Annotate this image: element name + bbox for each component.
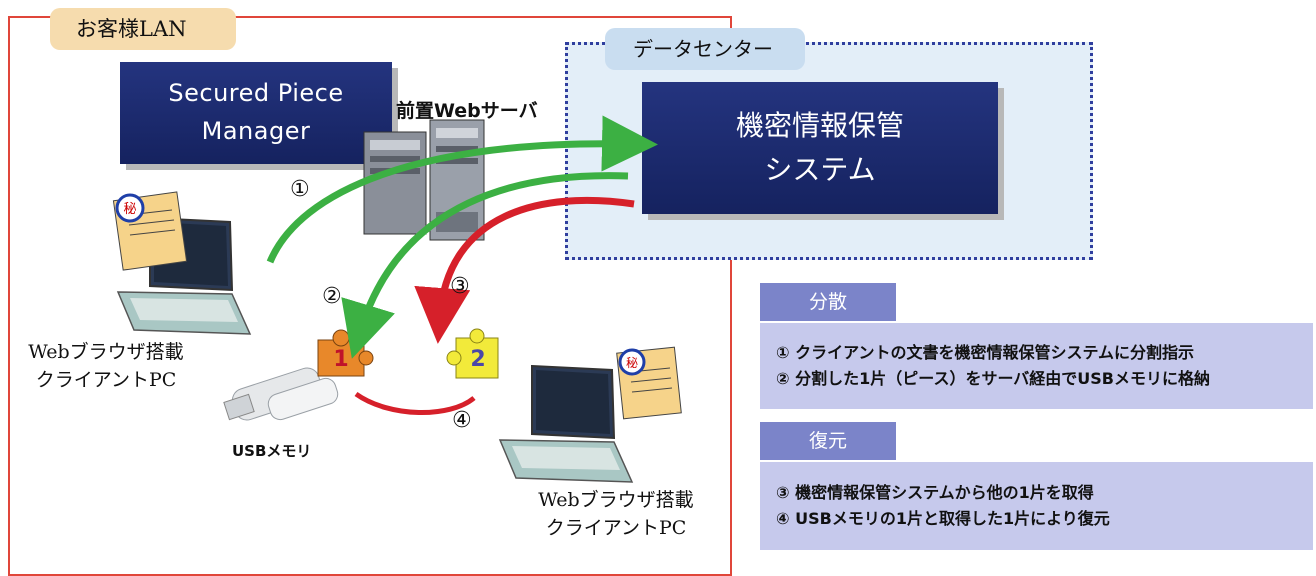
secret-system-line1: 機密情報保管 [735, 109, 904, 142]
web-server-label: 前置Webサーバ [396, 100, 538, 122]
restore-panel: ③ 機密情報保管システムから他の1片を取得 ④ USBメモリの1片と取得した1片… [760, 462, 1313, 550]
piece-1-number: 1 [333, 347, 348, 372]
puzzle-piece-2-icon: 2 [446, 328, 499, 379]
restore-item-2: ④ USBメモリの1片と取得した1片により復元 [776, 509, 1110, 528]
step-2-label: ② [322, 284, 342, 309]
laptop-right-icon [498, 364, 634, 483]
secret-mark-right: 秘 [626, 356, 638, 370]
secured-piece-manager-box: Secured Piece Manager [120, 62, 392, 164]
secret-document-right-icon: 秘 [616, 346, 682, 420]
piece-2-number: 2 [470, 347, 485, 372]
arrow-step3-red [414, 196, 635, 344]
usb-memory-icon [223, 367, 339, 421]
client-right-line2: クライアントPC [545, 517, 687, 539]
arrow-step4-red [354, 391, 476, 415]
usb-memory-label: USBメモリ [232, 442, 312, 460]
distribute-item-1: ① クライアントの文書を機密情報保管システムに分割指示 [776, 343, 1194, 362]
arrow-step2-green [341, 172, 629, 359]
client-right-line1: Webブラウザ搭載 [538, 489, 694, 511]
data-center-label: データセンター [605, 28, 805, 70]
diagram-graphics: 秘 秘 1 2 [112, 115, 682, 483]
step-4-label: ④ [452, 408, 472, 433]
distribute-header: 分散 [760, 283, 896, 321]
secret-document-left-icon: 秘 [112, 191, 188, 271]
spm-line2: Manager [201, 117, 311, 145]
arrow-step1-green [266, 115, 658, 264]
spm-line1: Secured Piece [168, 79, 344, 107]
client-pc-right-label: Webブラウザ搭載 クライアントPC [506, 486, 726, 542]
secret-mark-left: 秘 [123, 202, 136, 217]
restore-header: 復元 [760, 422, 896, 460]
customer-lan-label: お客様LAN [50, 8, 236, 50]
client-left-line1: Webブラウザ搭載 [28, 341, 184, 363]
web-server-icon [363, 119, 485, 241]
distribute-item-2: ② 分割した1片（ピース）をサーバ経由でUSBメモリに格納 [776, 369, 1211, 388]
step-1-label: ① [290, 177, 310, 202]
puzzle-piece-1-icon: 1 [317, 329, 374, 377]
step-3-label: ③ [450, 274, 470, 299]
secret-system-line2: システム [764, 153, 876, 186]
client-pc-left-label: Webブラウザ搭載 クライアントPC [6, 338, 206, 394]
laptop-left-icon [116, 216, 252, 335]
client-left-line2: クライアントPC [35, 369, 177, 391]
distribute-panel: ① クライアントの文書を機密情報保管システムに分割指示 ② 分割した1片（ピース… [760, 323, 1313, 409]
secret-storage-system-box: 機密情報保管 システム [642, 82, 998, 214]
restore-item-1: ③ 機密情報保管システムから他の1片を取得 [776, 483, 1094, 502]
